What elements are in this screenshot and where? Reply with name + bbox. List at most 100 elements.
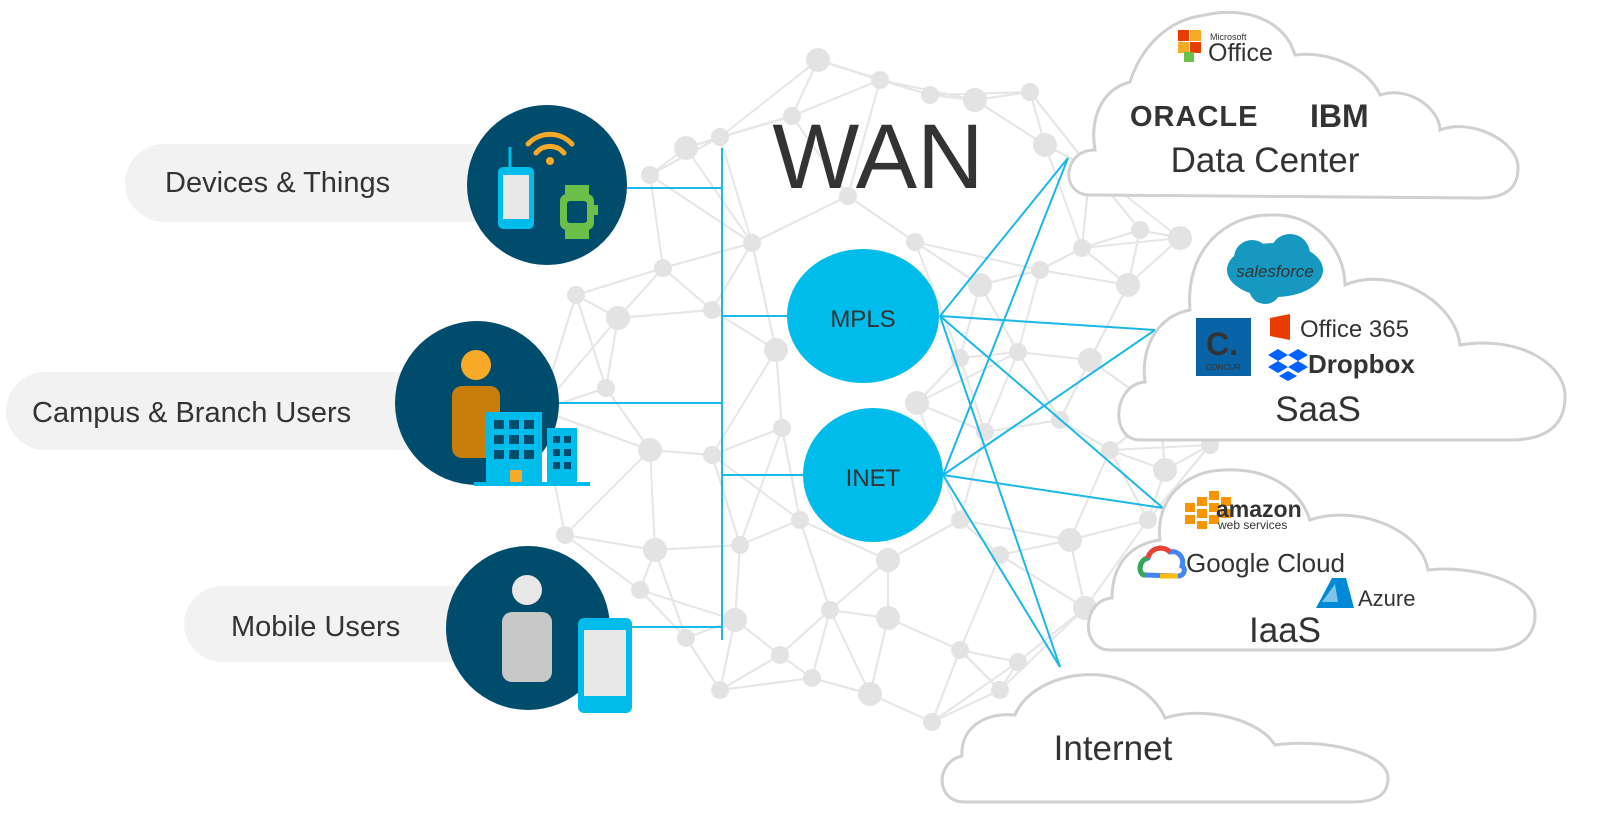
cloud-label: Internet — [1054, 729, 1173, 768]
transport-mpls: MPLS — [787, 249, 939, 383]
mesh-node — [773, 419, 791, 437]
link-mpls-dc — [939, 157, 1069, 317]
mesh-node — [839, 187, 857, 205]
mesh-node — [1021, 83, 1039, 101]
mesh-node — [905, 391, 929, 415]
mesh-node — [1009, 343, 1027, 361]
mesh-edge — [829, 609, 871, 695]
mesh-edge — [739, 427, 783, 546]
source-devices-things: Devices & Things — [125, 144, 525, 222]
mesh-edge — [662, 242, 753, 269]
mesh-node — [921, 86, 939, 104]
cloud-shape — [940, 673, 1390, 804]
mesh-edge — [811, 609, 831, 679]
mesh-node — [641, 166, 659, 184]
svg-text:salesforce: salesforce — [1236, 262, 1313, 281]
mesh-node — [871, 71, 889, 89]
mesh-node — [806, 48, 830, 72]
mesh-edge — [959, 519, 1071, 541]
mesh-node — [764, 338, 788, 362]
link-inet-dc — [942, 157, 1069, 476]
mesh-edge — [914, 241, 961, 359]
mesh-edge — [931, 649, 961, 723]
mesh-node — [951, 641, 969, 659]
mesh-node — [597, 379, 615, 397]
mesh-edge — [847, 79, 881, 197]
mesh-edge — [847, 195, 916, 243]
cloud-data-center: Microsoft Office ORACLE IBM Data Center — [1067, 10, 1520, 200]
mesh-edge — [605, 387, 651, 451]
mesh-edge — [564, 534, 656, 551]
transport-label: MPLS — [830, 306, 895, 333]
mesh-edge — [1069, 449, 1111, 541]
link-inet-internet — [942, 474, 1061, 668]
mesh-edge — [779, 609, 831, 656]
source-pill — [6, 372, 456, 450]
mesh-edge — [739, 519, 801, 546]
mesh-edge — [799, 519, 889, 561]
svg-text:Google Cloud: Google Cloud — [1186, 548, 1345, 578]
mesh-edge — [791, 79, 881, 117]
salesforce-logo: salesforce — [1227, 234, 1323, 304]
mesh-node — [631, 581, 649, 599]
mesh-edge — [829, 559, 889, 611]
mesh-edge — [564, 449, 651, 536]
cloud-label: Data Center — [1171, 141, 1360, 180]
cloud-shape — [1067, 10, 1520, 200]
inet-circle — [803, 408, 943, 542]
mesh-edge — [751, 242, 777, 351]
mesh-node — [556, 526, 574, 544]
mesh-edge — [1089, 284, 1129, 361]
mesh-edge — [1039, 269, 1129, 286]
cloud-label: SaaS — [1275, 390, 1361, 429]
mesh-edge — [1081, 229, 1141, 249]
link-mpls-iaas — [939, 315, 1164, 509]
mesh-edge — [959, 431, 986, 521]
mesh-edge — [711, 242, 753, 311]
google-cloud-logo: Google Cloud — [1137, 545, 1345, 579]
mesh-node — [991, 681, 1009, 699]
mesh-edge — [959, 351, 1019, 359]
mesh-node — [951, 511, 969, 529]
mesh-edge — [999, 607, 1086, 691]
source-pill — [184, 586, 514, 662]
mesh-node — [1058, 528, 1082, 552]
link-inet-saas — [942, 329, 1156, 476]
mesh-node — [791, 511, 809, 529]
mesh-node — [1031, 261, 1049, 279]
link-mpls-saas — [939, 315, 1156, 331]
connection-lines — [550, 148, 1164, 668]
mesh-edge — [617, 309, 713, 319]
mesh-edge — [1059, 419, 1111, 451]
mesh-node — [803, 669, 821, 687]
mesh-edge — [649, 449, 656, 551]
mesh-edge — [959, 649, 1019, 663]
mesh-node — [858, 682, 882, 706]
mesh-edge — [649, 174, 753, 244]
mesh-node — [1168, 226, 1192, 250]
svg-text:Office 365: Office 365 — [1300, 316, 1409, 343]
mesh-node — [711, 681, 729, 699]
svg-text:amazon: amazon — [1216, 496, 1302, 522]
mobile-user-icon — [446, 546, 632, 713]
mesh-node — [876, 606, 900, 630]
mesh-node — [677, 629, 695, 647]
mesh-node — [1073, 239, 1091, 257]
link-inet-iaas — [942, 474, 1164, 509]
devices-things-icon — [467, 105, 627, 265]
svg-text:CONCUR: CONCUR — [1205, 363, 1240, 372]
campus-branch-icon — [395, 321, 590, 486]
svg-text:web services: web services — [1217, 518, 1287, 532]
mesh-node — [1116, 273, 1140, 297]
transport-label: INET — [846, 465, 901, 492]
mesh-edge — [959, 649, 1001, 691]
dropbox-logo: Dropbox — [1268, 349, 1415, 381]
mesh-edge — [751, 195, 849, 244]
source-pill — [125, 144, 525, 222]
cloud-iaas: amazon web services Google Cloud Azure I… — [1087, 468, 1537, 652]
source-mobile-users: Mobile Users — [184, 586, 514, 662]
mesh-edge — [974, 99, 1046, 146]
mesh-edge — [887, 519, 961, 561]
svg-text:Microsoft: Microsoft — [1210, 32, 1247, 42]
mesh-edge — [959, 554, 1001, 651]
